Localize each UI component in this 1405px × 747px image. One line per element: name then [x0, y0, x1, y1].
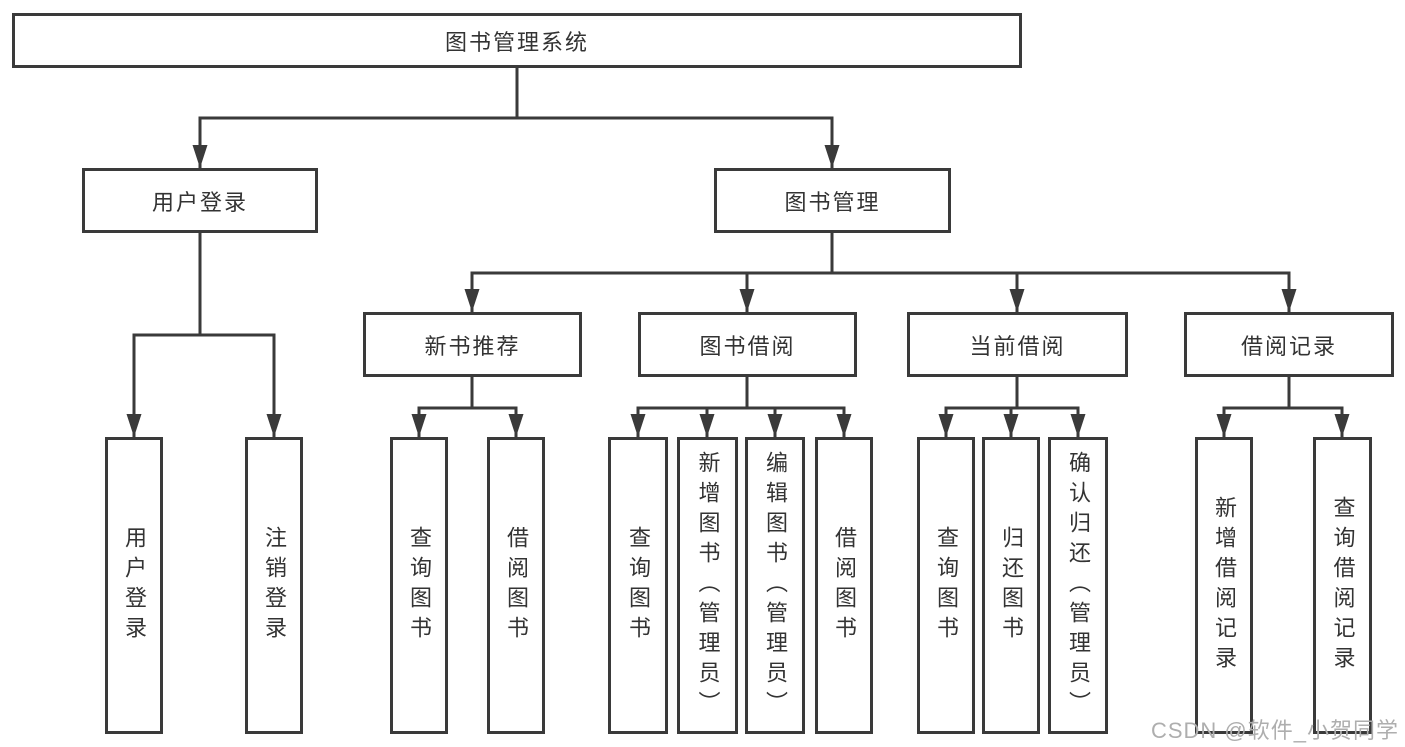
leaf-recommend-query-books: 查询图书	[390, 437, 448, 734]
node-user-login: 用户登录	[82, 168, 318, 233]
leaf-current-query-books: 查询图书	[917, 437, 975, 734]
watermark: CSDN @软件_小贺同学	[1150, 718, 1399, 743]
leaf-borrow-edit-books-admin: 编辑图书（管理员）	[745, 437, 805, 734]
leaf-current-return-books: 归还图书	[982, 437, 1040, 734]
leaf-borrow-query-books: 查询图书	[608, 437, 668, 734]
node-library-system: 图书管理系统	[12, 13, 1022, 68]
node-current-borrowing: 当前借阅	[907, 312, 1128, 377]
leaf-user-login: 用户登录	[105, 437, 163, 734]
leaf-borrow-add-books-admin: 新增图书（管理员）	[677, 437, 738, 734]
node-book-management: 图书管理	[714, 168, 951, 233]
leaf-current-confirm-return-admin: 确认归还（管理员）	[1048, 437, 1108, 734]
leaf-borrow-borrow-books: 借阅图书	[815, 437, 873, 734]
node-book-borrowing: 图书借阅	[638, 312, 857, 377]
leaf-recommend-borrow-books: 借阅图书	[487, 437, 545, 734]
node-new-book-recommend: 新书推荐	[363, 312, 582, 377]
leaf-logout: 注销登录	[245, 437, 303, 734]
leaf-records-add-record: 新增借阅记录	[1195, 437, 1253, 734]
leaf-records-query-record: 查询借阅记录	[1313, 437, 1372, 734]
node-borrowing-records: 借阅记录	[1184, 312, 1394, 377]
